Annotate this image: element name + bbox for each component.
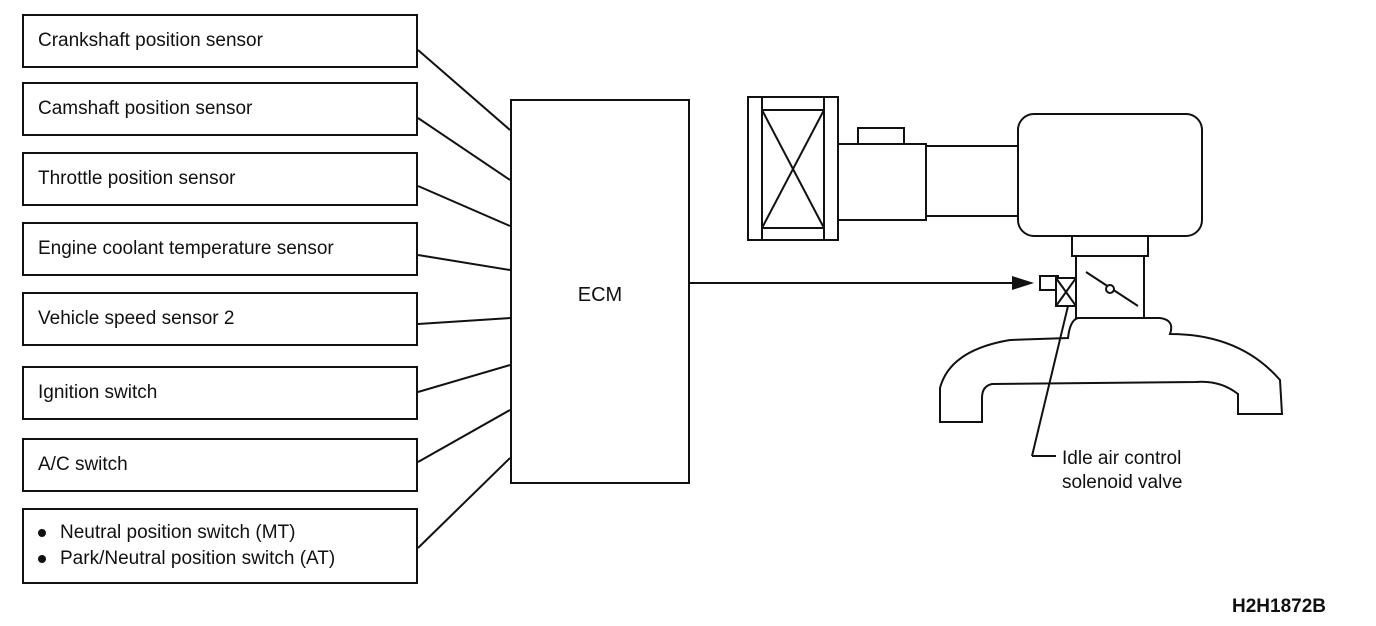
neutral-switch-at-label: Park/Neutral position switch (AT) <box>60 548 336 569</box>
valve-callout: Idle air control solenoid valve <box>1062 447 1182 495</box>
throttle-body <box>1071 235 1149 321</box>
input-box-ignition: Ignition switch <box>22 366 418 420</box>
input-label-speed: Vehicle speed sensor 2 <box>38 308 235 329</box>
callout-leader <box>1031 305 1069 457</box>
input-box-coolant: Engine coolant temperature sensor <box>22 222 418 276</box>
air-cleaner <box>747 96 839 241</box>
ecm-box: ECM <box>510 99 690 484</box>
wire-ac <box>417 409 511 463</box>
bullet-item-mt: Neutral position switch (MT) <box>38 522 295 544</box>
input-box-camshaft: Camshaft position sensor <box>22 82 418 136</box>
wire-throttle <box>417 185 511 227</box>
input-box-ac: A/C switch <box>22 438 418 492</box>
valve-callout-line2: solenoid valve <box>1062 472 1183 493</box>
input-label-camshaft: Camshaft position sensor <box>38 98 253 119</box>
input-wires <box>417 49 511 549</box>
air-duct <box>837 127 1019 221</box>
input-label-coolant: Engine coolant temperature sensor <box>38 238 334 259</box>
solenoid-valve <box>1039 275 1077 307</box>
valve-callout-line1: Idle air control <box>1062 448 1182 469</box>
input-label-ac: A/C switch <box>38 454 128 475</box>
wire-coolant <box>417 254 511 271</box>
input-box-crankshaft: Crankshaft position sensor <box>22 14 418 68</box>
intake-manifold <box>939 317 1284 423</box>
input-label-ignition: Ignition switch <box>38 382 158 403</box>
wire-ignition <box>417 364 511 393</box>
input-label-crankshaft: Crankshaft position sensor <box>38 30 263 51</box>
input-label-throttle: Throttle position sensor <box>38 168 236 189</box>
input-box-neutral: Neutral position switch (MT) Park/Neutra… <box>22 508 418 584</box>
arrow-head-icon <box>1012 276 1034 290</box>
wire-crankshaft <box>417 49 511 131</box>
wire-speed <box>417 317 511 325</box>
ecm-label: ECM <box>577 284 623 306</box>
wire-neutral <box>417 457 511 549</box>
bullet-icon <box>38 555 46 563</box>
bullet-icon <box>38 529 46 537</box>
wire-camshaft <box>417 117 511 181</box>
input-box-throttle: Throttle position sensor <box>22 152 418 206</box>
input-box-speed: Vehicle speed sensor 2 <box>22 292 418 346</box>
figure-id: H2H1872B <box>1232 596 1326 617</box>
intake-collector <box>1017 113 1203 237</box>
neutral-switch-mt-label: Neutral position switch (MT) <box>60 522 296 543</box>
bullet-item-at: Park/Neutral position switch (AT) <box>38 548 335 570</box>
